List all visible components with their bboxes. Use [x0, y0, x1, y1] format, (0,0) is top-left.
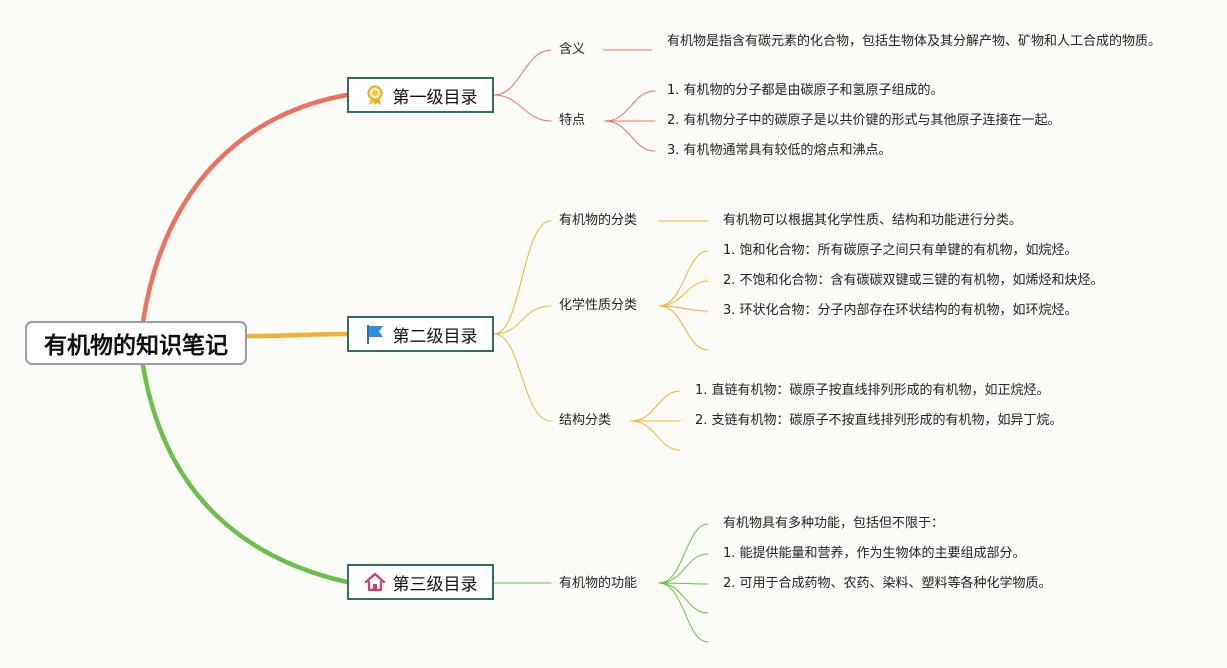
connector-chemical-leaf-3 — [658, 305, 709, 312]
leaf-struct-2: 2. 支链有机物：碳原子不按直线排列形成的有机物，如异丁烷。 — [695, 413, 1063, 428]
leaf-chem-2: 2. 不饱和化合物：含有碳碳双键或三键的有机物，如烯烃和炔烃。 — [723, 273, 1104, 288]
root-title: 有机物的知识笔记 — [44, 333, 228, 359]
leaf-feature-1: 1. 有机物的分子都是由碳原子和氢原子组成的。 — [667, 83, 944, 98]
connector-functions-leaf-5 — [658, 582, 709, 643]
topic-features[interactable]: 特点 — [559, 113, 586, 128]
connector-root-branch-1 — [140, 92, 350, 325]
connector-structural-leaf-3 — [630, 420, 681, 451]
connector-root-branch-3 — [140, 362, 350, 585]
leaf-chem-3: 3. 环状化合物：分子内部存在环状结构的有机物，如环烷烃。 — [723, 303, 1078, 318]
connector-chemical-leaf-1 — [658, 250, 709, 307]
leaf-classification-text: 有机物可以根据其化学性质、结构和功能进行分类。 — [723, 213, 1023, 228]
flag-icon — [364, 323, 386, 345]
leaf-struct-1: 1. 直链有机物：碳原子按直线排列形成的有机物，如正烷烃。 — [695, 383, 1050, 398]
connector-chemical-leaf-2 — [658, 280, 709, 307]
topic-classification[interactable]: 有机物的分类 — [559, 213, 638, 228]
leaf-feature-3: 3. 有机物通常具有较低的熔点和沸点。 — [667, 143, 892, 158]
connector-features-leaf-1 — [604, 90, 656, 122]
home-icon — [364, 571, 386, 593]
branch-2-label: 第二级目录 — [392, 326, 478, 347]
leaf-function-2: 2. 可用于合成药物、农药、染料、塑料等各种化学物质。 — [723, 576, 1052, 591]
award-medal-icon — [364, 84, 386, 106]
connector-b2-chemical — [493, 305, 552, 335]
leaf-function-1: 1. 能提供能量和营养，作为生物体的主要组成部分。 — [723, 546, 1026, 561]
root-node[interactable]: 有机物的知识笔记 — [25, 321, 247, 365]
connector-b1-definition — [493, 49, 552, 96]
topic-structural-classification[interactable]: 结构分类 — [559, 413, 612, 428]
connector-functions-leaf-2 — [658, 553, 709, 584]
leaf-chem-1: 1. 饱和化合物：所有碳原子之间只有单键的有机物，如烷烃。 — [723, 243, 1078, 258]
connector-root-branch-2 — [244, 331, 350, 339]
branch-3-node[interactable]: 第三级目录 — [347, 564, 494, 600]
topic-functions[interactable]: 有机物的功能 — [559, 576, 638, 591]
connector-chemical-leaf-4 — [658, 305, 709, 351]
connector-b2-structural — [493, 333, 552, 422]
connector-b2-classification — [493, 220, 552, 335]
branch-1-node[interactable]: 第一级目录 — [347, 77, 494, 113]
topic-definition[interactable]: 含义 — [559, 42, 586, 57]
topic-chemical-classification[interactable]: 化学性质分类 — [559, 298, 638, 313]
leaf-definition-text: 有机物是指含有碳元素的化合物，包括生物体及其分解产物、矿物和人工合成的物质。 — [667, 34, 1162, 49]
branch-3-label: 第三级目录 — [392, 574, 478, 595]
connector-features-leaf-3 — [604, 120, 656, 152]
branch-1-label: 第一级目录 — [392, 87, 478, 108]
leaf-function-intro: 有机物具有多种功能，包括但不限于： — [723, 516, 945, 531]
connector-b1-features — [493, 94, 552, 122]
connector-functions-leaf-1 — [658, 523, 709, 584]
connector-structural-leaf-1 — [630, 390, 681, 422]
leaf-feature-2: 2. 有机物分子中的碳原子是以共价键的形式与其他原子连接在一起。 — [667, 113, 1061, 128]
branch-2-node[interactable]: 第二级目录 — [347, 316, 494, 352]
connector-functions-leaf-4 — [658, 582, 709, 614]
connector-functions-leaf-3 — [658, 582, 709, 585]
